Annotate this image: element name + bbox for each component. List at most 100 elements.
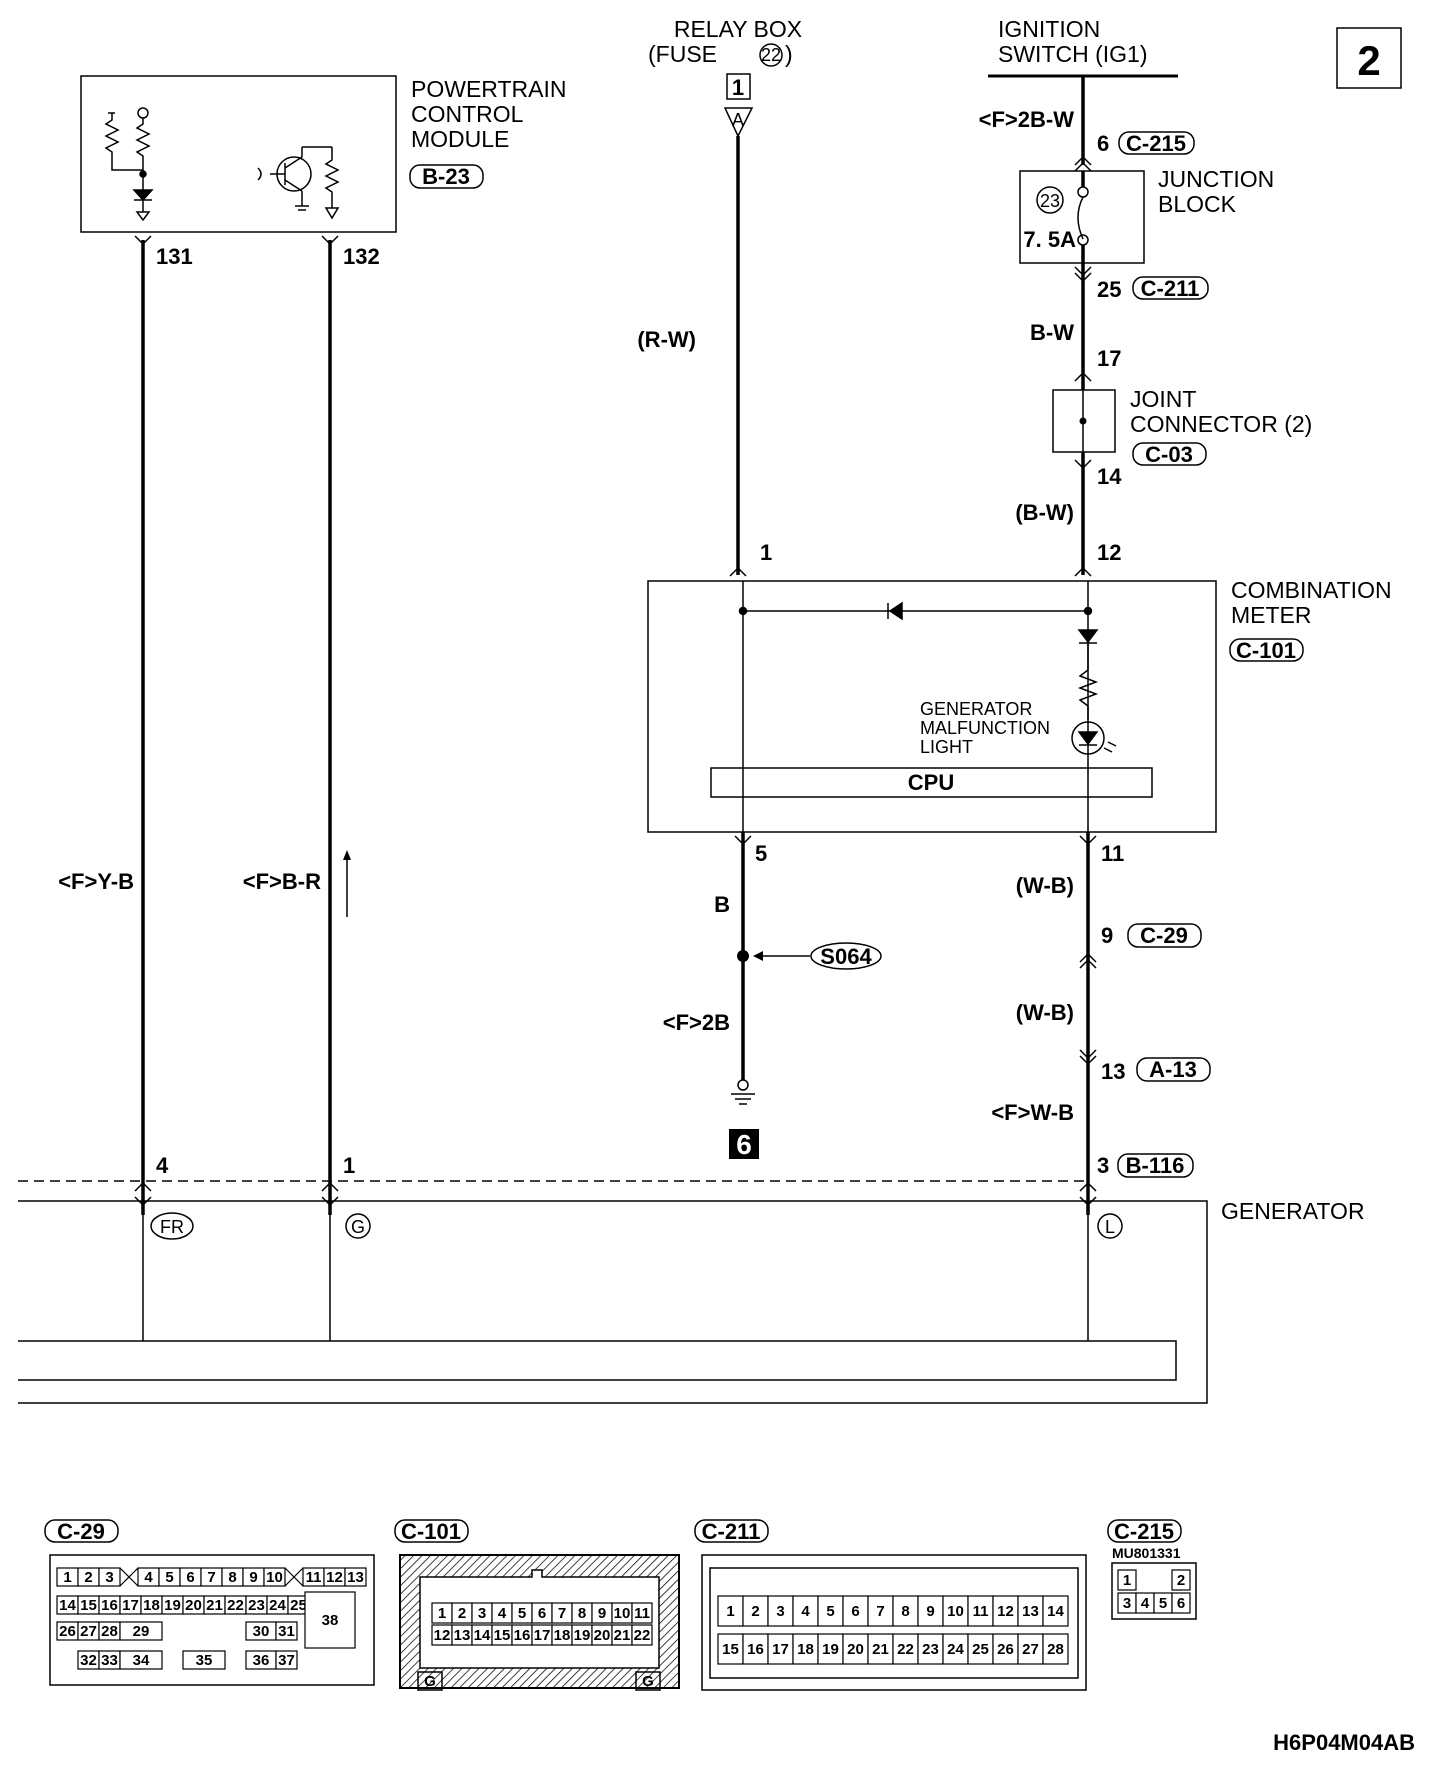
c215-pin-6: 6 xyxy=(1177,1595,1185,1612)
c101-pin-15: 15 xyxy=(494,1627,511,1644)
c211-pin-8-cell xyxy=(892,1595,919,1627)
c211-pin-19: 19 xyxy=(822,1641,839,1658)
meter-pin-12: 12 xyxy=(1097,540,1121,565)
c211-pin-8: 8 xyxy=(901,1603,909,1620)
c215-pin-2: 2 xyxy=(1177,1572,1185,1589)
c101-pin-10: 10 xyxy=(614,1605,631,1622)
c29-pin-23: 23 xyxy=(248,1597,265,1614)
c211-pin-25: 25 xyxy=(972,1641,989,1658)
c29-pin-25: 25 xyxy=(290,1597,307,1614)
c29-pin-31: 31 xyxy=(278,1623,295,1640)
joint-connector-label: C-03 xyxy=(1145,442,1193,467)
c29-pin-9: 9 xyxy=(249,1569,257,1586)
joint-pin-out: 14 xyxy=(1097,464,1122,489)
c215-part-number: MU801331 xyxy=(1112,1545,1181,1561)
joint-connector-name-line2: CONNECTOR (2) xyxy=(1130,411,1312,437)
c101-pin-9: 9 xyxy=(598,1605,606,1622)
cpu-block xyxy=(710,767,1153,798)
c29-blank-position xyxy=(119,1567,139,1587)
c101-ground-right: G xyxy=(642,1673,654,1690)
pcm-pin-131: 131 xyxy=(156,244,193,269)
c211-pin-16-cell xyxy=(742,1633,769,1665)
c211-pin-6-cell xyxy=(842,1595,869,1627)
c215-pin-1: 1 xyxy=(1123,1572,1131,1589)
c29-pin-10: 10 xyxy=(266,1569,283,1586)
meter-name-line1: COMBINATION xyxy=(1231,577,1392,603)
ignition-name-line1: IGNITION xyxy=(998,16,1100,42)
c211-pin-3: 3 xyxy=(776,1603,784,1620)
joint-connector-name-line1: JOINT xyxy=(1130,386,1196,412)
wire-label-pcm-131: <F>Y-B xyxy=(58,869,134,894)
c29-pin-29-cell xyxy=(119,1621,163,1641)
generator-pin-4: 4 xyxy=(156,1153,169,1178)
b116-connector-label: B-116 xyxy=(1126,1153,1185,1178)
c29-pin-32: 32 xyxy=(80,1652,97,1669)
c211-pin-5: 5 xyxy=(826,1603,834,1620)
c29-pin-35: 35 xyxy=(196,1652,213,1669)
ignition-name-line2: SWITCH (IG1) xyxy=(998,41,1148,67)
meter-pin-11: 11 xyxy=(1101,841,1124,866)
pcm-internal-circuit xyxy=(104,107,340,222)
c29-pin-3: 3 xyxy=(105,1569,113,1586)
c29-pin-4: 4 xyxy=(144,1569,153,1586)
c211-pin-16: 16 xyxy=(747,1641,764,1658)
c101-pin-2: 2 xyxy=(458,1605,466,1622)
junction-fuse-rating: 7. 5A xyxy=(1023,227,1076,252)
c211-pin-7-cell xyxy=(867,1595,894,1627)
relay-box-tag: 1 xyxy=(732,75,744,100)
c29-pin-10-cell xyxy=(263,1567,286,1587)
c211-pin-1: 1 xyxy=(726,1603,734,1620)
c101-pin-22: 22 xyxy=(634,1627,651,1644)
c101-pin-7: 7 xyxy=(558,1605,566,1622)
c215-connector-label: C-215 xyxy=(1126,131,1186,156)
c215-pin-1-cell xyxy=(1117,1569,1137,1591)
c211-pin-4: 4 xyxy=(801,1603,810,1620)
generator-terminal-l: L xyxy=(1105,1217,1115,1237)
relay-fuse-close-paren: ) xyxy=(785,41,793,67)
c29-pin-34: 34 xyxy=(133,1652,150,1669)
c211-pin: 25 xyxy=(1097,277,1121,302)
c29-pin-19: 19 xyxy=(164,1597,181,1614)
c101-pin-20: 20 xyxy=(594,1627,611,1644)
c29-pin-38-cell xyxy=(304,1591,356,1649)
c29-pin-6: 6 xyxy=(186,1569,194,1586)
c101-pin-17: 17 xyxy=(534,1627,551,1644)
c101-pin-19: 19 xyxy=(574,1627,591,1644)
c29-pin-37-cell xyxy=(275,1650,298,1670)
c29-pin: 9 xyxy=(1101,923,1113,948)
c211-connector-label: C-211 xyxy=(1141,276,1200,301)
pcm-connector-label: B-23 xyxy=(422,164,470,189)
c211-pin-13-cell xyxy=(1017,1595,1044,1627)
c29-pin-20: 20 xyxy=(185,1597,202,1614)
generator-terminal-g: G xyxy=(351,1217,365,1237)
light-name-line3: LIGHT xyxy=(920,737,973,757)
c29-pin-31-cell xyxy=(275,1621,298,1641)
c101-pin-16: 16 xyxy=(514,1627,531,1644)
splice-s064-dot xyxy=(737,950,749,962)
wire-label-bw-paren: (B-W) xyxy=(1015,500,1074,525)
c211-pin-27: 27 xyxy=(1022,1641,1039,1658)
c101-pin-18: 18 xyxy=(554,1627,571,1644)
c29-pin-12: 12 xyxy=(326,1569,343,1586)
c211-pin-13: 13 xyxy=(1022,1603,1039,1620)
c29-pin-21: 21 xyxy=(206,1597,223,1614)
c211-pin-14: 14 xyxy=(1047,1603,1064,1620)
wire-label-wb1: (W-B) xyxy=(1016,873,1074,898)
meter-connector-label: C-101 xyxy=(1236,638,1296,663)
c29-pin-8: 8 xyxy=(228,1569,236,1586)
pcm-name-line3: MODULE xyxy=(411,126,509,152)
c211-pin-18: 18 xyxy=(797,1641,814,1658)
c29-pin-17: 17 xyxy=(122,1597,139,1614)
c29-connector-label: C-29 xyxy=(1140,923,1188,948)
c29-pin-26: 26 xyxy=(59,1623,76,1640)
c211-view-label: C-211 xyxy=(702,1519,761,1544)
c211-pin-10-cell xyxy=(942,1595,969,1627)
c211-pin-3-cell xyxy=(767,1595,794,1627)
a13-pin: 13 xyxy=(1101,1059,1125,1084)
c29-pin-13-cell xyxy=(344,1567,367,1587)
relay-fuse-no-circle xyxy=(759,43,783,67)
cpu-label: CPU xyxy=(908,770,954,795)
c211-pin-23: 23 xyxy=(922,1641,939,1658)
